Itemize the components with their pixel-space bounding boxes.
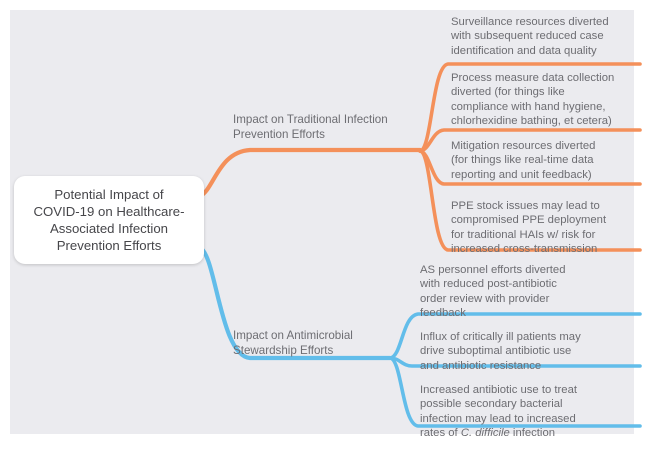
leaf-process-measure-data[interactable]: Process measure data collection diverted… — [451, 72, 615, 128]
leaf-influx-critically-ill[interactable]: Influx of critically ill patients may dr… — [420, 331, 581, 372]
edge-root-to-stewardship — [197, 245, 393, 361]
root-node-label: Potential Impact of COVID-19 on Healthca… — [33, 186, 185, 254]
branch-label-traditional-infection-prevention[interactable]: Impact on Traditional Infection Preventi… — [233, 113, 388, 141]
leaf-surveillance-resources[interactable]: Surveillance resources diverted with sub… — [451, 16, 609, 57]
edge-stewardship-to-as-personnel — [388, 312, 642, 360]
edge-traditional-to-ppe — [418, 149, 642, 252]
leaf-ppe-stock-issues[interactable]: PPE stock issues may lead to compromised… — [451, 200, 607, 256]
edge-traditional-to-surveillance — [418, 62, 642, 153]
leaf-increased-antibiotic-use[interactable]: Increased antibiotic use to treat possib… — [420, 383, 634, 441]
edge-stewardship-to-increased-use — [388, 356, 642, 428]
root-node[interactable]: Potential Impact of COVID-19 on Healthca… — [14, 176, 204, 264]
leaf-increased-antibiotic-use-text-post: infection — [509, 427, 556, 440]
branch-label-antimicrobial-stewardship[interactable]: Impact on Antimicrobial Stewardship Effo… — [233, 329, 353, 357]
leaf-mitigation-resources[interactable]: Mitigation resources diverted (for thing… — [451, 140, 596, 181]
edge-root-to-traditional — [197, 147, 423, 199]
leaf-increased-antibiotic-use-italic-species: C. difficile — [460, 427, 510, 440]
leaf-as-personnel-efforts[interactable]: AS personnel efforts diverted with reduc… — [420, 264, 566, 320]
leaf-increased-antibiotic-use-text-pre: Increased antibiotic use to treat possib… — [420, 384, 577, 440]
edge-traditional-to-process-measure — [418, 128, 642, 153]
